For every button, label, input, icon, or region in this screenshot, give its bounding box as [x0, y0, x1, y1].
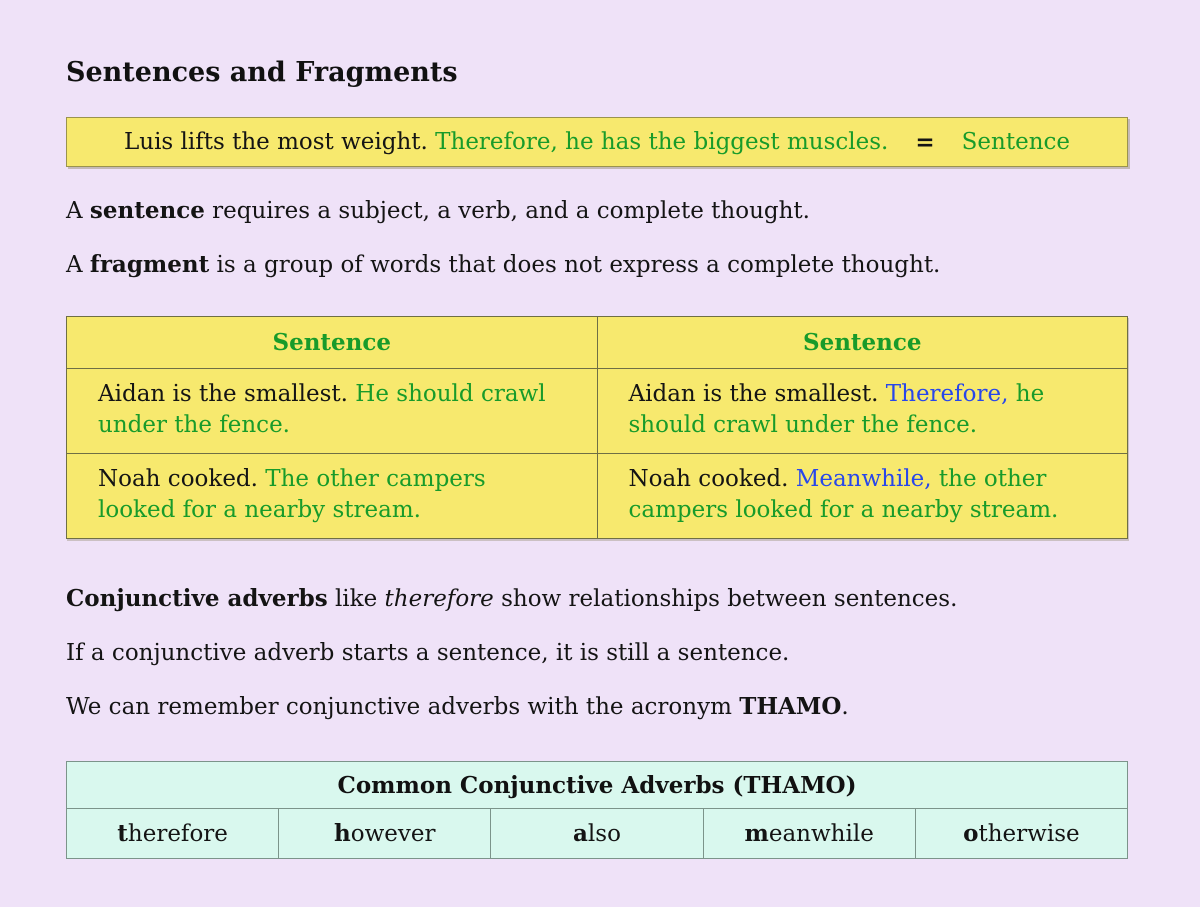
- definition-fragment-lead: A: [66, 252, 90, 278]
- sentence-comparison-table: Sentence Sentence Aidan is the smallest.…: [66, 316, 1128, 539]
- thamo-word-rest: therwise: [978, 821, 1080, 847]
- thamo-word-rest: lso: [587, 821, 621, 847]
- definition-sentence-term: sentence: [89, 197, 205, 224]
- table-cell: Noah cooked. The other campers looked fo…: [66, 453, 598, 539]
- cell-text-green: he should crawl under the fence.: [628, 381, 1045, 438]
- column-header-sentence-left: Sentence: [66, 316, 598, 369]
- note-acronym-rest: .: [841, 694, 849, 720]
- thamo-letter: a: [573, 820, 588, 847]
- note-conjunctive-italic: therefore: [384, 586, 494, 612]
- note-acronym-lead: We can remember conjunctive adverbs with…: [66, 694, 740, 720]
- example-clause-green: Therefore, he has the biggest muscles.: [435, 129, 889, 155]
- note-acronym: We can remember conjunctive adverbs with…: [66, 692, 1128, 722]
- equals-sign: =: [915, 128, 935, 156]
- cell-text-black: Noah cooked.: [628, 466, 796, 492]
- page-title: Sentences and Fragments: [66, 57, 458, 88]
- note-conjunctive-term: Conjunctive adverbs: [66, 585, 328, 612]
- example-sentence-box: Luis lifts the most weight. Therefore, h…: [66, 117, 1128, 167]
- cell-text-green: He should crawl under the fence.: [98, 381, 546, 438]
- thamo-adverbs-table: Common Conjunctive Adverbs (THAMO) there…: [65, 761, 1129, 859]
- note-acronym-term: THAMO: [739, 693, 842, 720]
- table-cell: Noah cooked. Meanwhile, the other camper…: [596, 453, 1128, 539]
- example-clause-black: Luis lifts the most weight.: [123, 129, 436, 155]
- thamo-letter: t: [117, 820, 128, 847]
- column-header-sentence-right: Sentence: [596, 316, 1128, 369]
- table-header-row: Sentence Sentence: [66, 316, 1128, 369]
- thamo-cell-however: however: [278, 808, 492, 859]
- thamo-cell-otherwise: otherwise: [914, 808, 1129, 859]
- thamo-letter: h: [334, 820, 351, 847]
- note-still-sentence: If a conjunctive adverb starts a sentenc…: [66, 640, 790, 666]
- cell-text-black: Aidan is the smallest.: [98, 381, 356, 407]
- definition-sentence: A sentence requires a subject, a verb, a…: [66, 196, 1128, 226]
- thamo-word-rest: eanwhile: [768, 821, 874, 847]
- note-conjunctive-mid: like: [327, 586, 385, 612]
- thamo-word-rest: herefore: [127, 821, 228, 847]
- thamo-table-title: Common Conjunctive Adverbs (THAMO): [66, 761, 1128, 809]
- table-row: Noah cooked. The other campers looked fo…: [66, 453, 1128, 539]
- note-conjunctive-adverbs: Conjunctive adverbs like therefore show …: [66, 584, 1128, 614]
- cell-text-green: the other campers looked for a nearby st…: [628, 466, 1059, 523]
- definition-sentence-rest: requires a subject, a verb, and a comple…: [204, 198, 810, 224]
- note-conjunctive-rest: show relationships between sentences.: [493, 586, 958, 612]
- thamo-cell-therefore: therefore: [65, 808, 280, 859]
- cell-text-black: Noah cooked.: [98, 466, 266, 492]
- thamo-title-row: Common Conjunctive Adverbs (THAMO): [66, 761, 1128, 809]
- thamo-letter: m: [744, 820, 769, 847]
- thamo-data-row: therefore however also meanwhile otherwi…: [65, 808, 1129, 859]
- definition-sentence-lead: A: [66, 198, 90, 224]
- definition-fragment: A fragment is a group of words that does…: [66, 250, 1128, 280]
- cell-text-blue: Therefore,: [885, 381, 1009, 407]
- thamo-cell-meanwhile: meanwhile: [702, 808, 916, 859]
- thamo-word-rest: owever: [350, 821, 436, 847]
- definition-fragment-rest: is a group of words that does not expres…: [209, 252, 941, 278]
- example-label: Sentence: [961, 129, 1070, 155]
- definition-fragment-term: fragment: [89, 251, 210, 278]
- worksheet-page: Sentences and Fragments Luis lifts the m…: [0, 58, 1200, 907]
- table-cell: Aidan is the smallest. Therefore, he sho…: [596, 368, 1128, 454]
- table-row: Aidan is the smallest. He should crawl u…: [66, 368, 1128, 454]
- cell-text-black: Aidan is the smallest.: [628, 381, 886, 407]
- thamo-cell-also: also: [490, 808, 704, 859]
- thamo-letter: o: [963, 820, 979, 847]
- table-cell: Aidan is the smallest. He should crawl u…: [66, 368, 598, 454]
- cell-text-green: The other campers looked for a nearby st…: [98, 466, 486, 523]
- cell-text-blue: Meanwhile,: [795, 466, 932, 492]
